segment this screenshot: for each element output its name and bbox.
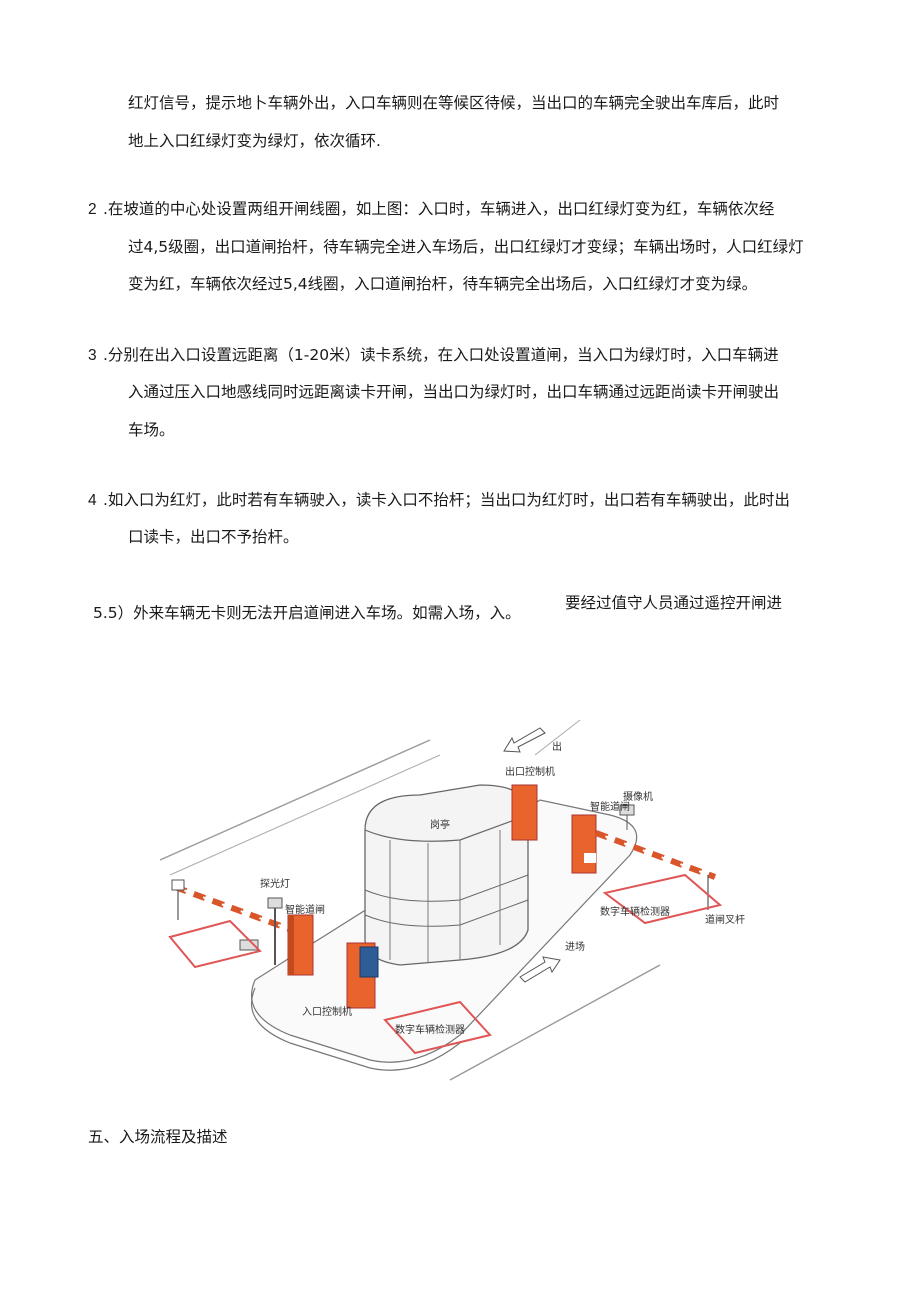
detector-bottom-label: 数字车辆检测器 [395,1023,465,1036]
para1-line1: 红灯信号，提示地卜车辆外出，入口车辆则在等候区待候，当出口的车辆完全驶出车库后，… [128,94,780,112]
para2-number: 2 [88,201,97,218]
para3-number: 3 [88,347,97,364]
exit-arrow-label: 出 [552,740,562,753]
camera-label: 摄像机 [623,790,653,803]
left-barrier [171,879,302,936]
entry-arrow-label: 进场 [565,940,585,953]
para2-line2: 过4,5级圈，出口道闸抬杆，待车辆完全进入车场后，出口红绿灯才变绿；车辆出场时，… [128,238,804,256]
para2-line3: 变为红，车辆依次经过5,4线圈，入口道闸抬杆，待车辆完全出场后，入口红绿灯才变为… [128,275,758,293]
section-heading: 五、入场流程及描述 [88,1128,228,1146]
para4-line2: 口读卡，出口不予抬杆。 [128,528,299,546]
booth-label: 岗亭 [430,818,450,831]
fill-light [267,897,283,965]
entry-arrow-icon [519,956,561,983]
para4-number: 4 [88,492,97,509]
para3-line2: 入通过压入口地感线同时远距离读卡开闸，当出口为绿灯时，出口车辆通过远距尚读卡开闸… [128,383,780,401]
entry-controller-label: 入口控制机 [302,1005,352,1018]
smart-gate-right-label: 智能道闸 [590,800,630,813]
road-line-upper [160,739,431,861]
para3-line3: 车场。 [128,421,175,439]
para2-line1: .在坡道的中心处设置两组开闸线圈，如上图：入口时，车辆进入，出口红绿灯变为红，车… [103,200,775,218]
detector-right-label: 数字车辆检测器 [600,905,670,918]
right-smart-gate [571,814,597,874]
fill-light-label: 探光灯 [260,877,290,890]
para5-left: 5.5）外来车辆无卡则无法开启道闸进入车场。如需入场，入。 [93,604,521,622]
exit-controller [511,784,538,841]
road-line-lower [449,964,661,1081]
road-line-top [534,719,581,756]
fence-gate-label: 道闸叉杆 [705,913,745,926]
exit-arrow-icon [503,727,546,753]
right-barrier [594,830,717,910]
entry-loop-left [168,919,262,969]
para1-line2: 地上入口红绿灯变为绿灯，依次循环. [128,132,381,150]
booth: 岗亭 [364,784,529,966]
exit-loop-right [602,873,723,925]
para4-line1: .如入口为红灯，此时若有车辆驶入，读卡入口不抬杆；当出口为红灯时，出口若有车辆驶… [103,491,790,509]
exit-controller-label: 出口控制机 [505,765,555,778]
road-line-upper-inner [169,754,441,876]
entry-loop-bottom [383,1000,492,1055]
smart-gate-left-label: 智能道闸 [285,903,325,916]
para3-line1: .分别在出入口设置远距离（1-20米）读卡系统，在入口处设置道闸，当入口为绿灯时… [103,346,779,364]
parking-gate-diagram: 岗亭 出口控制机 出 摄像机 智能道闸 探光灯 智能道闸 数字车辆检测器 道闸叉… [160,719,745,1081]
para5-right: 要经过值守人员通过遥控开闸进 [565,594,783,612]
